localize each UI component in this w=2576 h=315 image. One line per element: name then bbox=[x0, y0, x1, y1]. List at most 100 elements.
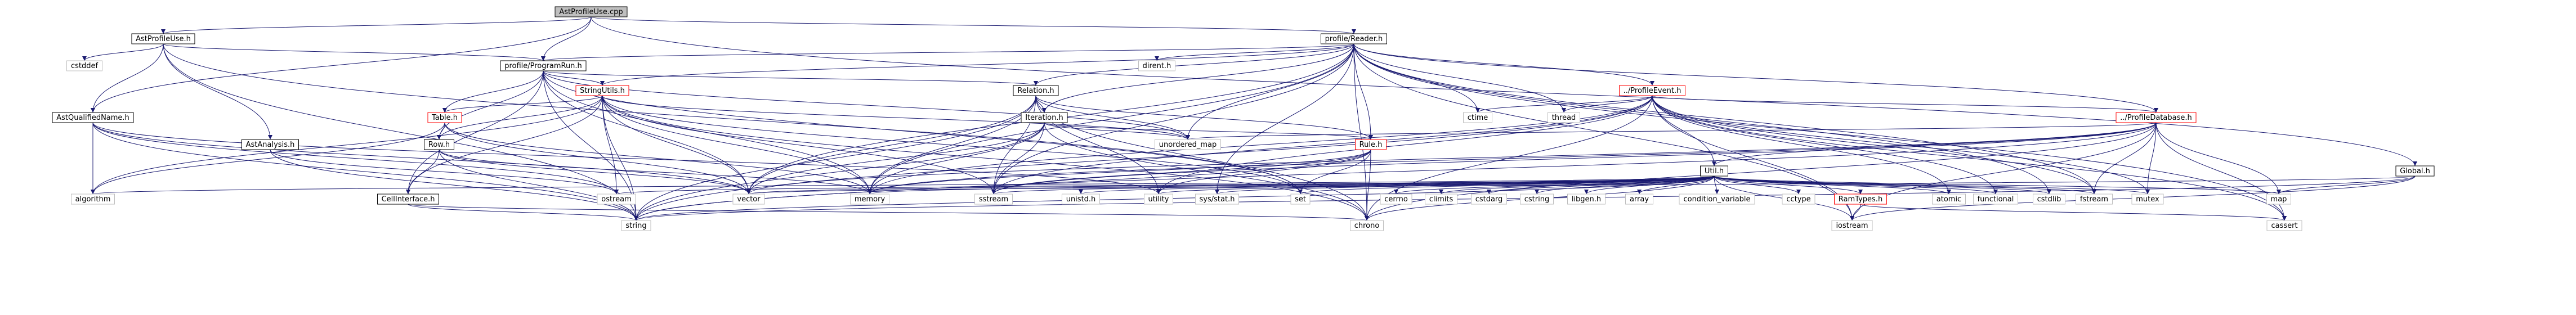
edge-line bbox=[543, 70, 751, 195]
node-reader[interactable]: profile/Reader.h bbox=[1321, 33, 1387, 44]
node-iostream: iostream bbox=[1831, 220, 1873, 231]
edge-programrun-to-unordered-map bbox=[543, 70, 1190, 140]
edge-line bbox=[439, 149, 638, 221]
edge-line bbox=[1652, 95, 2158, 113]
edge-line bbox=[1156, 149, 1371, 195]
node-label: cstdarg bbox=[1475, 195, 1503, 204]
edge-relation-to-rule bbox=[1035, 95, 1373, 140]
node-label: CellInterface.h bbox=[382, 195, 435, 204]
node-box bbox=[2266, 220, 2302, 231]
node-astqualifiedname[interactable]: AstQualifiedName.h bbox=[52, 112, 134, 123]
node-label: ../ProfileEvent.h bbox=[1624, 87, 1681, 95]
node-astprofileuse-h[interactable]: AstProfileUse.h bbox=[131, 33, 195, 44]
edge-line bbox=[1714, 176, 1863, 195]
node-label: Relation.h bbox=[1017, 87, 1054, 95]
edge-line bbox=[991, 149, 1371, 195]
edge-line bbox=[91, 43, 164, 113]
node-box bbox=[1195, 194, 1239, 205]
node-label: thread bbox=[1552, 114, 1576, 122]
node-cellinterface[interactable]: CellInterface.h bbox=[377, 194, 439, 205]
edge-stringutils-to-table bbox=[442, 95, 603, 113]
node-label: ../ProfileDatabase.h bbox=[2120, 114, 2192, 122]
edge-row-to-vector bbox=[439, 149, 751, 195]
node-stringutils[interactable]: StringUtils.h bbox=[575, 85, 629, 96]
edge-line bbox=[1714, 176, 1951, 195]
edge-line bbox=[1652, 95, 1951, 195]
edge-line bbox=[439, 149, 872, 195]
node-global[interactable]: Global.h bbox=[2395, 165, 2435, 177]
edge-profiledatabase-to-fstream bbox=[2092, 122, 2157, 195]
edge-stringutils-to-unordered-map bbox=[602, 95, 1190, 140]
node-cerrno: cerrno bbox=[1380, 194, 1412, 205]
node-label: cerrno bbox=[1384, 195, 1408, 204]
edge-line bbox=[91, 122, 445, 195]
edge-util-to-algorithm bbox=[91, 176, 1715, 195]
node-label: Util.h bbox=[1705, 167, 1724, 176]
node-profiledatabase[interactable]: ../ProfileDatabase.h bbox=[2116, 112, 2197, 123]
edge-stringutils-to-row bbox=[437, 95, 603, 140]
edge-reader-to-rule bbox=[1353, 43, 1373, 140]
node-iteration[interactable]: Iteration.h bbox=[1021, 112, 1068, 123]
edge-ramtypes-to-cassert bbox=[1860, 204, 2287, 221]
edge-rule-to-utility bbox=[1156, 149, 1371, 195]
node-condvar: condition_variable bbox=[1679, 194, 1755, 205]
edge-line bbox=[92, 122, 751, 195]
edge-line bbox=[634, 95, 1653, 221]
node-relation[interactable]: Relation.h bbox=[1013, 85, 1059, 96]
node-root[interactable]: AstProfileUse.cpp bbox=[554, 6, 628, 17]
edge-line bbox=[444, 122, 872, 195]
node-label: condition_variable bbox=[1683, 195, 1750, 204]
node-box bbox=[1782, 194, 1815, 205]
node-label: profile/ProgramRun.h bbox=[504, 62, 582, 70]
node-ramtypes[interactable]: RamTypes.h bbox=[1834, 194, 1887, 205]
edge-astanalysis-to-ostream bbox=[270, 149, 619, 195]
edge-profiledatabase-to-util bbox=[1712, 122, 2157, 166]
edge-astprofileuse-h-to-programrun bbox=[163, 43, 545, 61]
node-label: cstddef bbox=[71, 62, 99, 70]
edge-reader-to-memory bbox=[867, 43, 1354, 195]
edge-profileevent-to-sstream bbox=[991, 95, 1653, 195]
edge-line bbox=[746, 95, 1036, 195]
node-box bbox=[1290, 194, 1311, 205]
node-fstream: fstream bbox=[2076, 194, 2113, 205]
node-ctime: ctime bbox=[1463, 112, 1492, 123]
node-util[interactable]: Util.h bbox=[1700, 165, 1728, 177]
node-rule[interactable]: Rule.h bbox=[1355, 139, 1387, 150]
edge-line bbox=[867, 122, 2157, 195]
node-label: set bbox=[1295, 195, 1306, 204]
node-programrun[interactable]: profile/ProgramRun.h bbox=[500, 60, 587, 71]
node-box bbox=[2131, 194, 2164, 205]
node-label: Table.h bbox=[431, 114, 458, 122]
edge-ramtypes-to-iostream bbox=[1850, 204, 1861, 221]
edge-astprofileuse-h-to-astqualifiedname bbox=[91, 43, 164, 113]
edge-line bbox=[2145, 122, 2157, 195]
edge-line bbox=[408, 204, 1369, 221]
node-box bbox=[71, 194, 115, 205]
edge-stringutils-to-memory bbox=[602, 95, 872, 195]
edge-rule-to-memory bbox=[867, 149, 1371, 195]
node-label: StringUtils.h bbox=[580, 87, 625, 95]
node-label: RamTypes.h bbox=[1839, 195, 1882, 204]
edge-reader-to-sstream bbox=[991, 43, 1354, 195]
node-table[interactable]: Table.h bbox=[427, 112, 462, 123]
edge-line bbox=[1712, 122, 2157, 166]
node-box bbox=[1520, 194, 1554, 205]
node-box bbox=[2076, 194, 2113, 205]
edge-profiledatabase-to-string bbox=[634, 122, 2157, 221]
edge-line bbox=[867, 43, 1354, 195]
edge-reader-to-unordered-map bbox=[1186, 43, 1354, 140]
edge-line bbox=[1714, 176, 2150, 195]
node-atomic: atomic bbox=[1932, 194, 1966, 205]
node-box bbox=[1973, 194, 2018, 205]
node-memory: memory bbox=[850, 194, 889, 205]
node-label: cctype bbox=[1786, 195, 1810, 204]
edge-line bbox=[1353, 43, 1654, 86]
edge-line bbox=[1215, 176, 1715, 195]
node-astanalysis[interactable]: AstAnalysis.h bbox=[242, 139, 299, 150]
edge-relation-to-memory bbox=[867, 95, 1036, 195]
edge-line bbox=[163, 43, 545, 61]
edge-reader-to-profiledatabase bbox=[1353, 43, 2158, 113]
node-row[interactable]: Row.h bbox=[424, 139, 454, 150]
edge-line bbox=[867, 95, 1036, 195]
node-profileevent[interactable]: ../ProfileEvent.h bbox=[1619, 85, 1685, 96]
